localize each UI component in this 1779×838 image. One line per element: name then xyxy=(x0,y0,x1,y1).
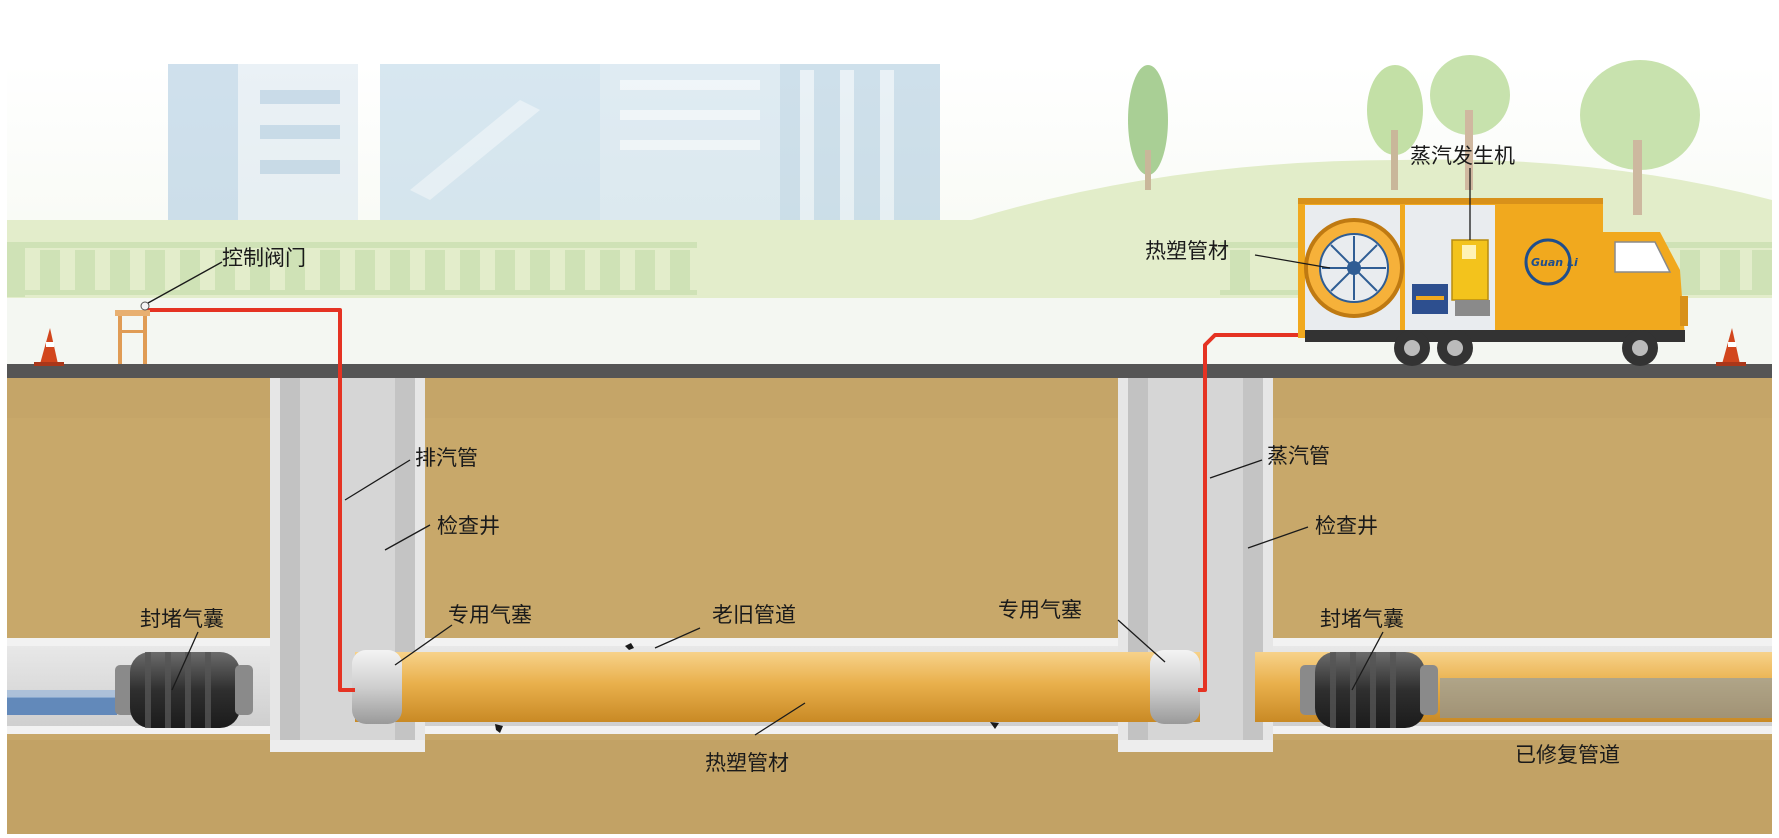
sealing-airbag-left xyxy=(115,652,253,728)
label-repaired-pipeline: 已修复管道 xyxy=(1515,743,1620,767)
company-logo xyxy=(1524,238,1572,286)
water-left xyxy=(7,697,117,715)
label-special-plug-left: 专用气塞 xyxy=(448,603,532,627)
thermoplastic-liner xyxy=(355,652,1200,722)
inspection-well-left xyxy=(270,378,425,752)
steam-truck: Guan Li xyxy=(1298,198,1688,366)
label-steam-pipe: 蒸汽管 xyxy=(1267,444,1330,468)
label-thermoplastic-truck: 热塑管材 xyxy=(1145,239,1229,263)
pipe-cracks xyxy=(495,643,999,733)
leader-lines xyxy=(147,168,1471,736)
exhaust-line xyxy=(145,308,355,692)
traffic-cone-right xyxy=(1716,328,1746,366)
road-surface xyxy=(7,364,1772,378)
label-steam-generator: 蒸汽发生机 xyxy=(1410,144,1515,168)
label-sealing-airbag-left: 封堵气囊 xyxy=(140,607,224,631)
label-sealing-airbag-right: 封堵气囊 xyxy=(1320,607,1404,631)
truck-logo-text: Guan Li xyxy=(1531,256,1578,269)
sealing-airbag-right xyxy=(1300,652,1438,728)
city-buildings xyxy=(168,64,940,224)
label-exhaust-pipe: 排汽管 xyxy=(415,446,478,470)
trees xyxy=(1128,55,1700,215)
label-inspection-well-right: 检查井 xyxy=(1315,514,1378,538)
traffic-cone-left xyxy=(34,328,64,366)
control-valve xyxy=(115,301,150,364)
label-special-plug-right: 专用气塞 xyxy=(998,598,1082,622)
label-control-valve: 控制阀门 xyxy=(222,246,306,270)
special-plug-right xyxy=(1150,650,1200,724)
label-inspection-well-left: 检查井 xyxy=(437,514,500,538)
label-old-pipeline: 老旧管道 xyxy=(712,603,796,627)
special-plug-left xyxy=(352,650,402,724)
label-thermoplastic-pipe: 热塑管材 xyxy=(705,751,789,775)
